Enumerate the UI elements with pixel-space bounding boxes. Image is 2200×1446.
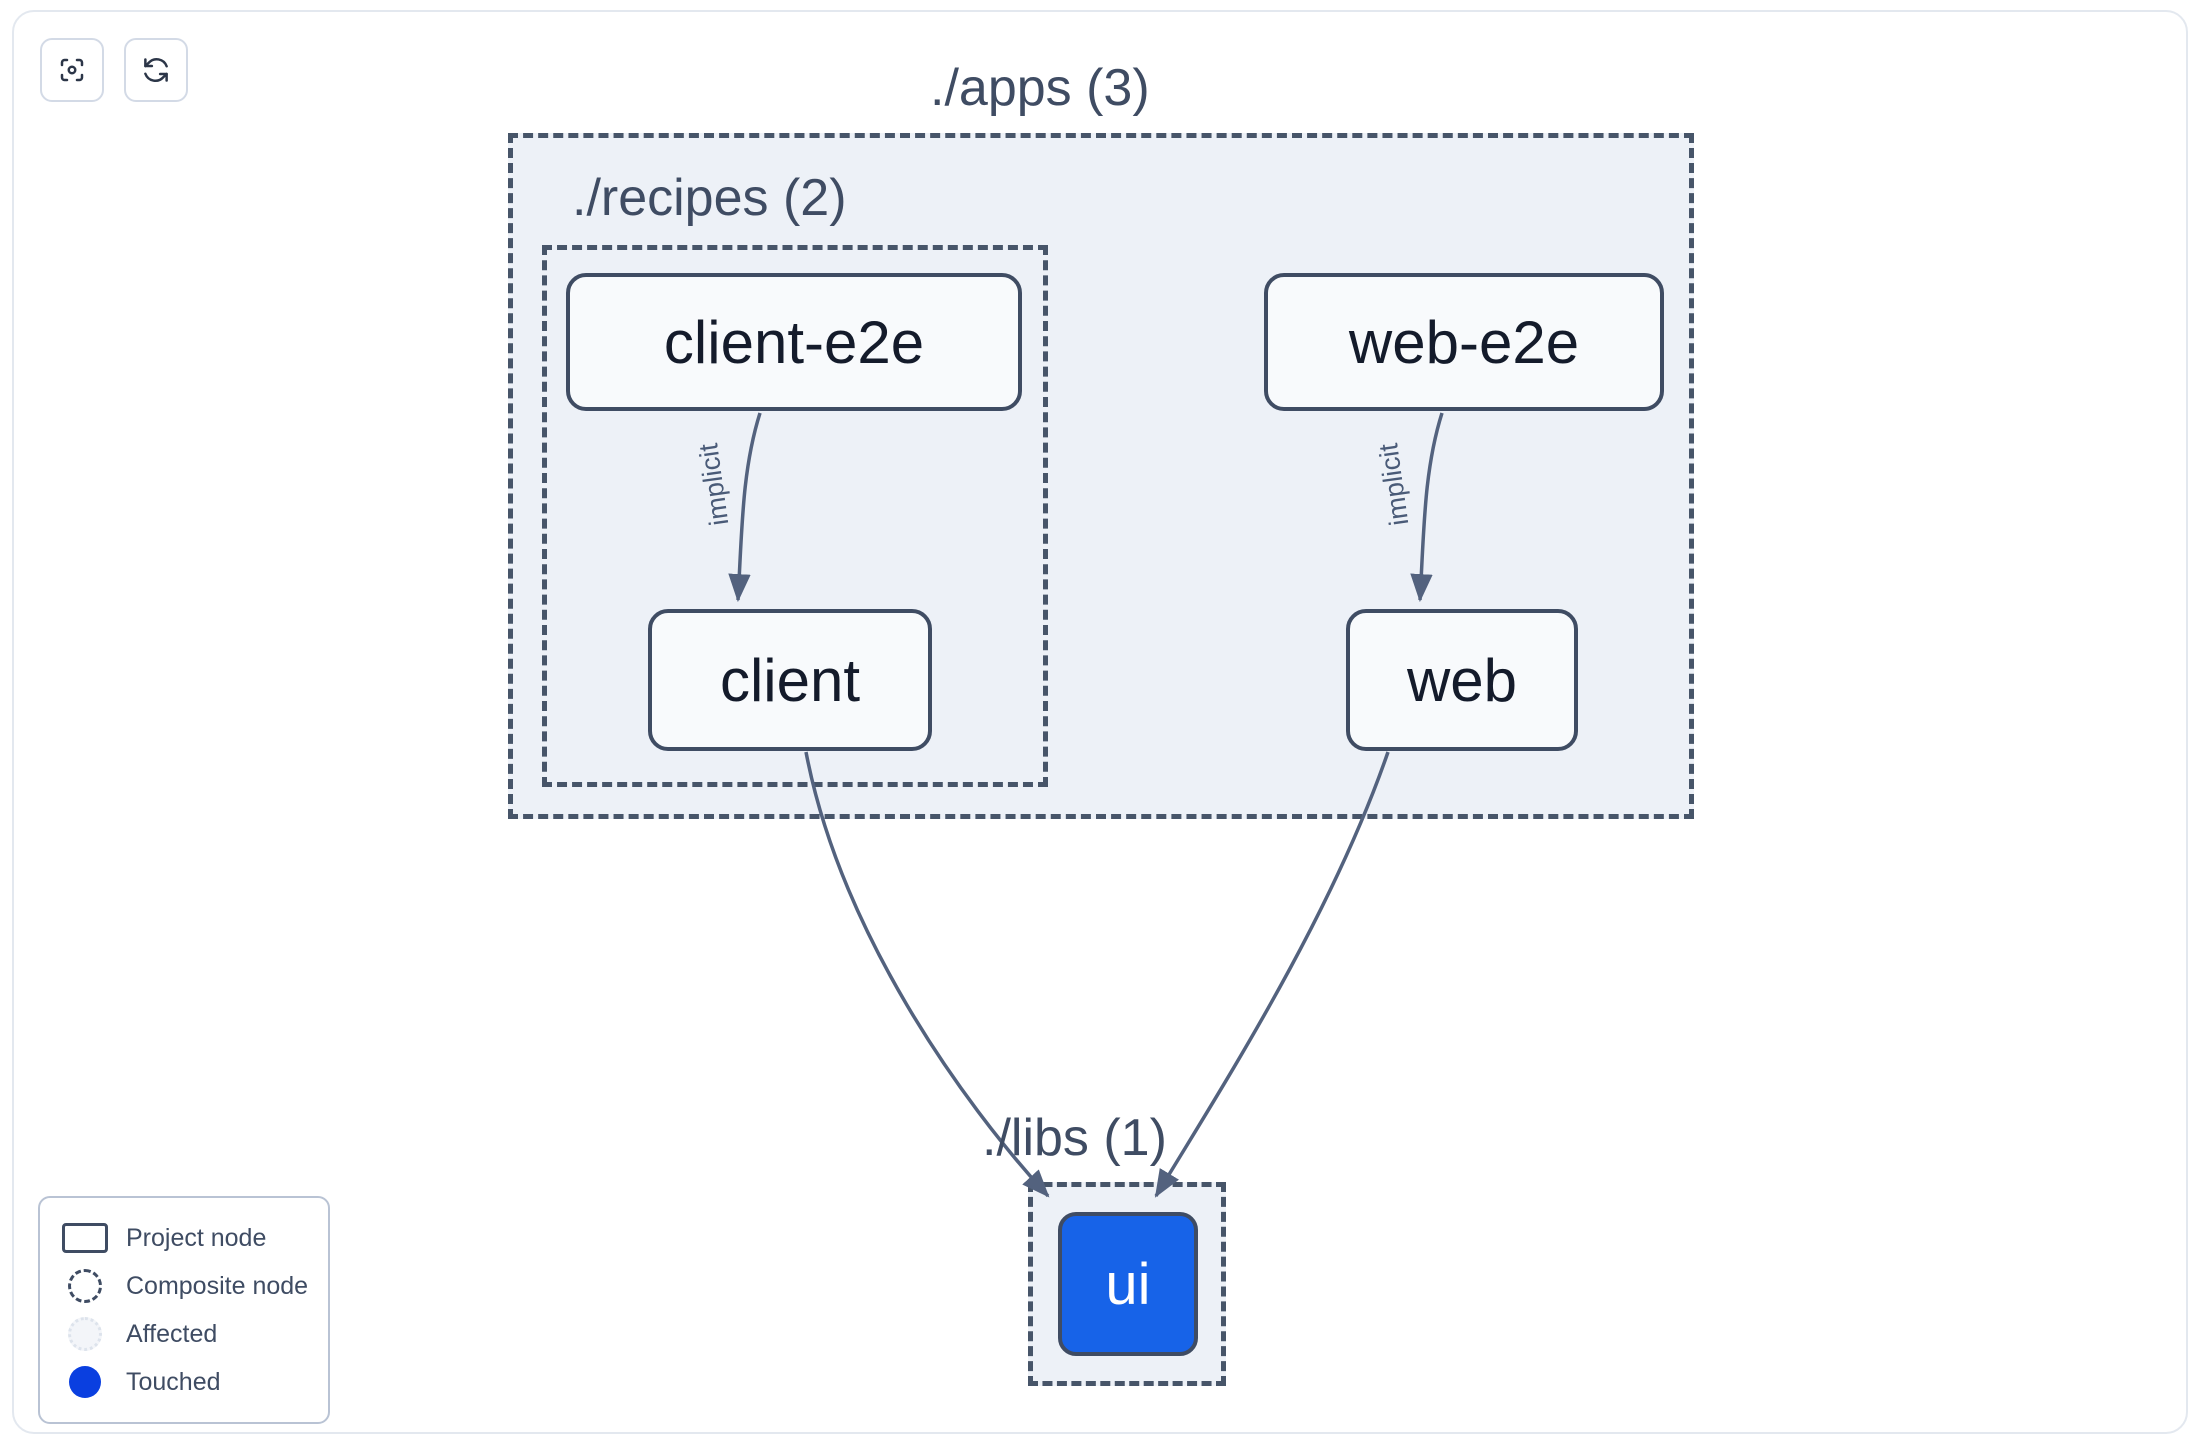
project-node-client[interactable]: client bbox=[648, 609, 932, 751]
composite-label-apps: ./apps (3) bbox=[930, 59, 1150, 117]
touched-swatch bbox=[58, 1366, 112, 1398]
node-label: client bbox=[719, 646, 861, 714]
project-node-web-e2e[interactable]: web-e2e bbox=[1264, 273, 1664, 411]
legend-label: Touched bbox=[126, 1367, 221, 1396]
affected-swatch bbox=[58, 1317, 112, 1351]
composite-label-libs: ./libs (1) bbox=[982, 1109, 1167, 1167]
legend-item-affected: Affected bbox=[58, 1310, 310, 1358]
legend-item-touched: Touched bbox=[58, 1358, 310, 1406]
legend-item-composite-node: Composite node bbox=[58, 1262, 310, 1310]
project-node-swatch bbox=[58, 1223, 112, 1253]
composite-node-swatch bbox=[58, 1269, 112, 1303]
legend-item-project-node: Project node bbox=[58, 1214, 310, 1262]
refresh-icon bbox=[141, 55, 171, 85]
project-node-client-e2e[interactable]: client-e2e bbox=[566, 273, 1022, 411]
node-label: web bbox=[1406, 646, 1518, 714]
project-node-web[interactable]: web bbox=[1346, 609, 1578, 751]
legend-label: Composite node bbox=[126, 1271, 309, 1300]
focus-graph-button[interactable] bbox=[40, 38, 104, 102]
graph-legend: Project node Composite node Affected Tou… bbox=[38, 1196, 330, 1424]
legend-label: Project node bbox=[126, 1223, 267, 1252]
composite-label-recipes: ./recipes (2) bbox=[572, 169, 847, 227]
node-label: web-e2e bbox=[1348, 308, 1580, 376]
focus-target-icon bbox=[57, 55, 87, 85]
node-label: ui bbox=[1105, 1251, 1151, 1317]
graph-toolbar bbox=[40, 38, 188, 102]
project-node-ui[interactable]: ui bbox=[1058, 1212, 1198, 1356]
refresh-graph-button[interactable] bbox=[124, 38, 188, 102]
node-label: client-e2e bbox=[663, 308, 925, 376]
legend-label: Affected bbox=[126, 1319, 218, 1348]
